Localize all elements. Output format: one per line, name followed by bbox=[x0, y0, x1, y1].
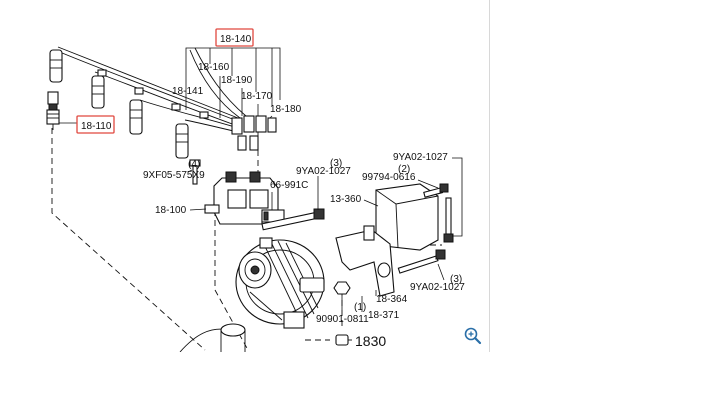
label-18170[interactable]: 18-170 bbox=[241, 91, 273, 102]
bolt-9xf05 bbox=[189, 159, 201, 185]
label-18364[interactable]: 18-364 bbox=[376, 294, 408, 305]
spark-plug bbox=[46, 91, 60, 130]
harness-connectors bbox=[231, 115, 277, 151]
label-2: (2) bbox=[398, 164, 410, 175]
label-18141[interactable]: 18-141 bbox=[172, 86, 204, 97]
label-18100[interactable]: 18-100 bbox=[155, 205, 187, 216]
label-1: (1) bbox=[354, 302, 366, 313]
cover-13360 bbox=[375, 183, 439, 251]
plug-boot-2 bbox=[91, 75, 105, 109]
zoom-in-icon bbox=[464, 327, 482, 345]
zoom-in-button[interactable] bbox=[463, 326, 483, 346]
label-9xf05[interactable]: 9XF05-575X9 bbox=[143, 170, 205, 181]
bracket-18364 bbox=[335, 225, 395, 297]
bolt-9ya02-right bbox=[443, 197, 454, 243]
label-18371[interactable]: 18-371 bbox=[368, 310, 400, 321]
label-9ya02-right[interactable]: 9YA02-1027 bbox=[393, 152, 448, 163]
label-90901[interactable]: 90901-0811 bbox=[316, 314, 369, 325]
parts-diagram: 18-140 18-160 18-190 18-141 18-170 18-18… bbox=[46, 28, 466, 352]
engine-outline bbox=[179, 323, 246, 352]
label-9ya02-lower[interactable]: 9YA02-1027 bbox=[410, 282, 465, 293]
ignition-wire-harness bbox=[54, 46, 247, 133]
label-18180[interactable]: 18-180 bbox=[270, 104, 302, 115]
label-13360[interactable]: 13-360 bbox=[330, 194, 362, 205]
nut-90901 bbox=[333, 281, 351, 295]
label-9ya02-upper[interactable]: 9YA02-1027 bbox=[296, 166, 351, 177]
plug-boot-4 bbox=[175, 123, 189, 159]
diagram-svg: 18-140 18-160 18-190 18-141 18-170 18-18… bbox=[46, 28, 465, 352]
label-66991c[interactable]: 66-991C bbox=[270, 180, 308, 191]
label-18190[interactable]: 18-190 bbox=[221, 75, 253, 86]
label-3-upper: (3) bbox=[330, 158, 342, 169]
bolt-9ya02-upper bbox=[261, 208, 325, 231]
alternator bbox=[235, 237, 325, 329]
label-99794[interactable]: 99794-0616 bbox=[362, 172, 416, 183]
bolt-9ya02-lower bbox=[397, 249, 446, 274]
connector-1830 bbox=[335, 334, 352, 346]
label-3-lower: (3) bbox=[450, 274, 462, 285]
label-4: (4) bbox=[188, 159, 200, 170]
leader-lines bbox=[59, 47, 463, 312]
highlight-18110 bbox=[76, 115, 115, 134]
bolt-99794 bbox=[423, 183, 449, 198]
label-1830[interactable]: 1830 bbox=[355, 333, 386, 349]
label-18110[interactable]: 18-110 bbox=[81, 121, 112, 132]
panel-divider bbox=[489, 0, 490, 352]
plug-boot-1 bbox=[49, 49, 63, 83]
highlight-18140 bbox=[215, 28, 254, 47]
label-18160[interactable]: 18-160 bbox=[198, 62, 230, 73]
label-18140[interactable]: 18-140 bbox=[220, 34, 252, 45]
plug-boot-3 bbox=[129, 99, 143, 135]
